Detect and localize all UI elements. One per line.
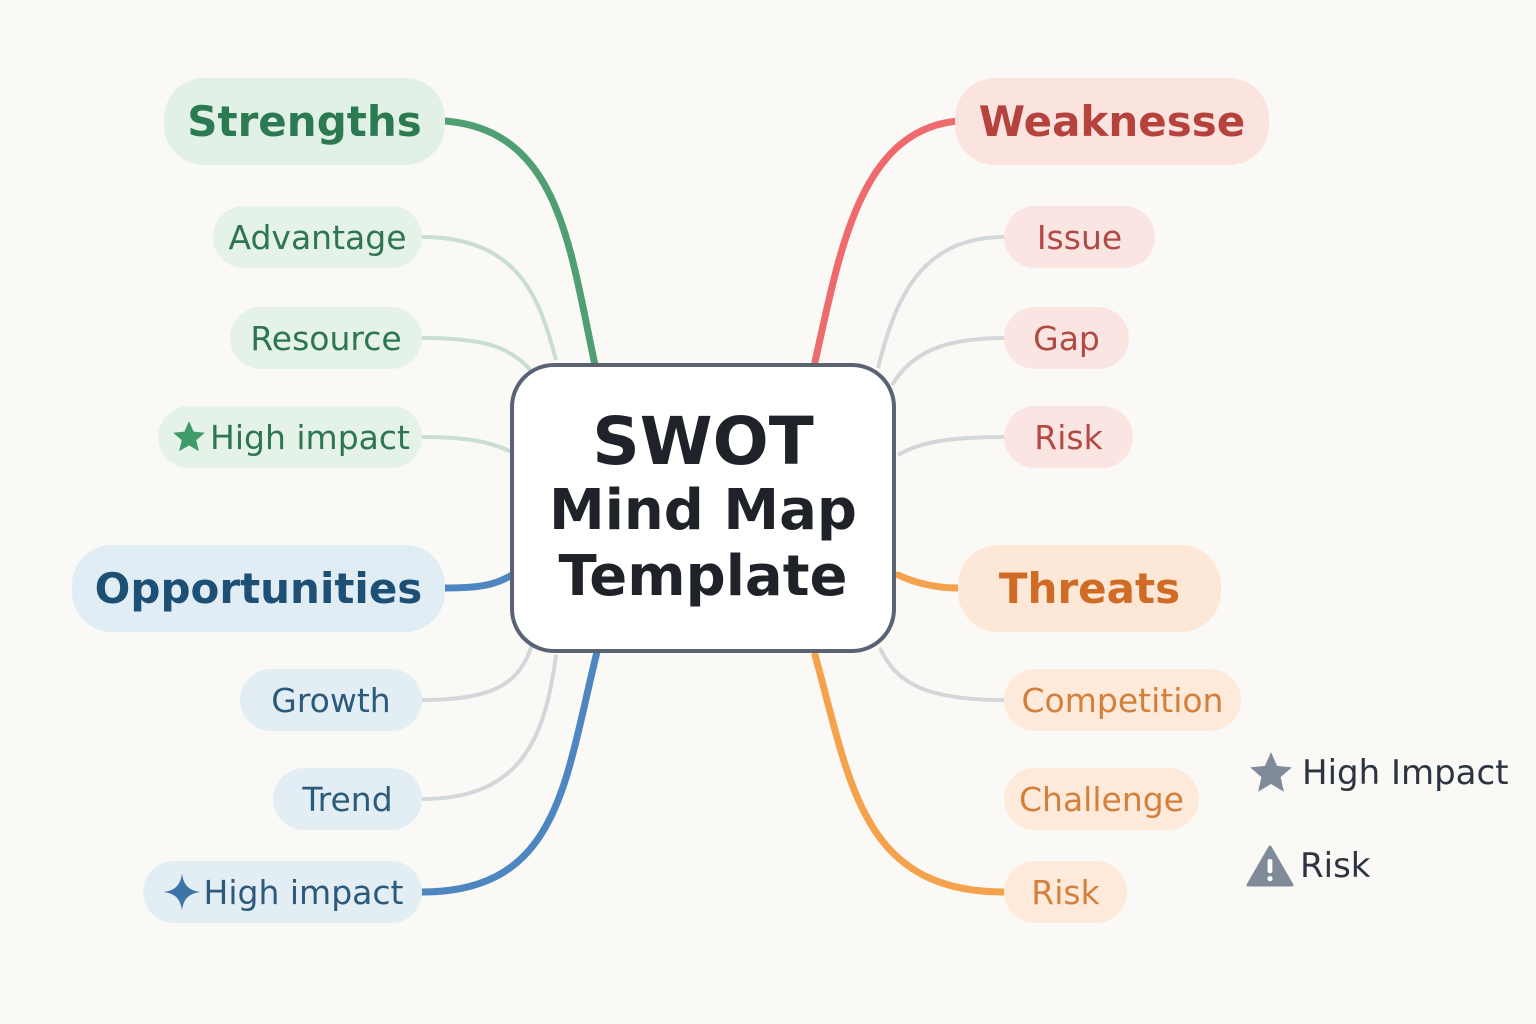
weaknesses-connector xyxy=(890,336,1005,387)
weaknesses-connector xyxy=(876,235,1005,369)
weaknesses-node[interactable]: Weaknesse xyxy=(955,78,1269,165)
threats-node[interactable]: Threats xyxy=(958,545,1221,632)
threats-connector xyxy=(878,647,1005,702)
strengths-item-resource[interactable]: Resource xyxy=(230,307,422,369)
weaknesses-item-issue[interactable]: Issue xyxy=(1004,206,1155,268)
star-icon xyxy=(173,421,205,452)
opportunities-connector xyxy=(421,644,534,702)
opportunities-node[interactable]: Opportunities xyxy=(72,545,445,632)
weaknesses-item-risk[interactable]: Risk xyxy=(1004,406,1133,468)
sparkle-icon xyxy=(163,873,200,911)
legend-high-impact: High Impact xyxy=(1246,748,1509,798)
strengths-item-high-impact[interactable]: High impact xyxy=(158,406,422,468)
opportunities-item-label: High impact xyxy=(203,872,404,912)
threats-item-challenge[interactable]: Challenge xyxy=(1004,768,1199,830)
weaknesses-branch xyxy=(811,117,962,366)
weaknesses-item-gap[interactable]: Gap xyxy=(1004,307,1129,369)
strengths-branch xyxy=(441,117,599,369)
strengths-item-advantage[interactable]: Advantage xyxy=(213,206,422,268)
threats-branch xyxy=(811,651,1008,896)
center-title-line2: Mind Map xyxy=(549,478,857,543)
strengths-connector xyxy=(421,336,534,374)
legend-risk: Risk xyxy=(1246,842,1370,890)
opportunities-item-growth[interactable]: Growth xyxy=(240,669,422,731)
opportunities-branch xyxy=(441,571,516,592)
center-title-line3: Template xyxy=(558,544,848,609)
strengths-node[interactable]: Strengths xyxy=(164,78,445,165)
legend-high-impact-label: High Impact xyxy=(1302,753,1509,793)
opportunities-item-high-impact[interactable]: High impact xyxy=(143,861,422,923)
opportunities-branch xyxy=(418,648,601,896)
weaknesses-connector xyxy=(896,435,1005,457)
opportunities-connector xyxy=(421,654,558,801)
star-icon xyxy=(1250,752,1292,792)
strengths-connector xyxy=(421,235,558,361)
opportunities-item-trend[interactable]: Trend xyxy=(273,768,422,830)
threats-item-competition[interactable]: Competition xyxy=(1004,669,1241,731)
strengths-connector xyxy=(421,435,513,454)
threats-branch xyxy=(894,571,962,592)
warning-icon xyxy=(1246,845,1294,887)
legend-risk-label: Risk xyxy=(1300,846,1371,886)
strengths-item-label: High impact xyxy=(210,417,410,457)
threats-item-risk[interactable]: Risk xyxy=(1004,861,1127,923)
center-title-line1: SWOT xyxy=(592,403,814,480)
center-title-box: SWOT Mind Map Template xyxy=(510,363,896,653)
